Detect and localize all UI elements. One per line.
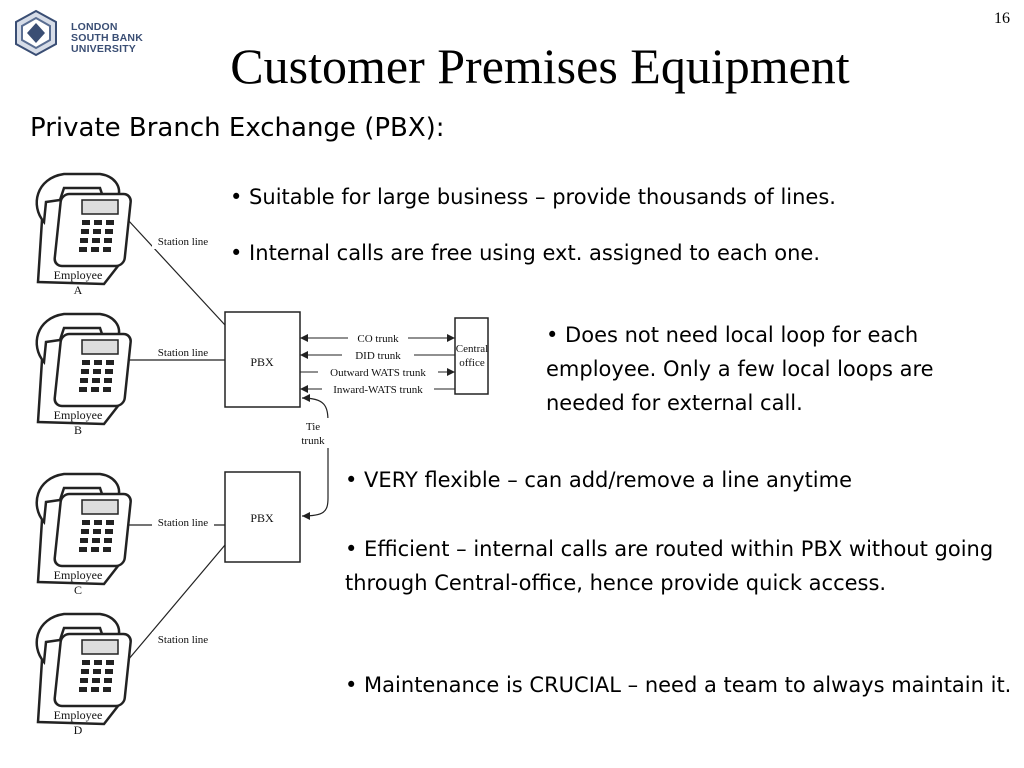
bullet-local-loop: • Does not need local loop for each empl…	[546, 323, 934, 415]
bullet-large-business: • Suitable for large business – provide …	[230, 185, 836, 209]
pbx-label: PBX	[250, 511, 274, 525]
trunk-label: Inward-WATS trunk	[333, 384, 423, 396]
bullet-efficient: • Efficient – internal calls are routed …	[345, 537, 994, 595]
employee-letter: B	[74, 423, 82, 437]
bullet-internal-calls: • Internal calls are free using ext. ass…	[230, 241, 821, 265]
logo-text: LONDON SOUTH BANK UNIVERSITY	[71, 21, 143, 55]
pbx-label: PBX	[250, 355, 274, 369]
employee-letter: A	[74, 283, 83, 297]
lsbu-crest-icon	[15, 9, 57, 57]
central-office-label: office	[459, 357, 485, 369]
pbx-diagram: Employee A Employee B Employee C Employe…	[35, 172, 489, 737]
employee-label: Employee	[54, 408, 103, 422]
subtitle: Private Branch Exchange (PBX):	[30, 113, 445, 143]
tie-trunk-label: trunk	[301, 435, 325, 447]
trunk-label: Outward WATS trunk	[330, 367, 426, 379]
trunk-label: DID trunk	[355, 350, 401, 362]
central-office-label: Central	[456, 343, 488, 355]
pbx-box	[224, 471, 301, 563]
station-line-label: Station line	[158, 236, 209, 248]
employee-label: Employee	[54, 568, 103, 582]
station-line-label: Station line	[158, 517, 209, 529]
page-title: Customer Premises Equipment	[230, 38, 850, 94]
employee-label: Employee	[54, 268, 103, 282]
pbx-box	[224, 311, 301, 408]
bullet-flexible: • VERY flexible – can add/remove a line …	[345, 468, 853, 492]
central-office-box	[454, 317, 489, 395]
page-number: 16	[994, 10, 1010, 27]
tie-trunk-label: Tie	[306, 421, 320, 433]
bullet-maintenance: • Maintenance is CRUCIAL – need a team t…	[345, 673, 1012, 697]
tie-trunk-line	[301, 397, 329, 517]
station-line-label: Station line	[158, 347, 209, 359]
employee-letter: D	[74, 723, 83, 737]
employee-letter: C	[74, 583, 82, 597]
employee-label: Employee	[54, 708, 103, 722]
station-line-label: Station line	[158, 634, 209, 646]
university-logo: LONDON SOUTH BANK UNIVERSITY	[8, 8, 148, 58]
trunk-label: CO trunk	[357, 333, 399, 345]
